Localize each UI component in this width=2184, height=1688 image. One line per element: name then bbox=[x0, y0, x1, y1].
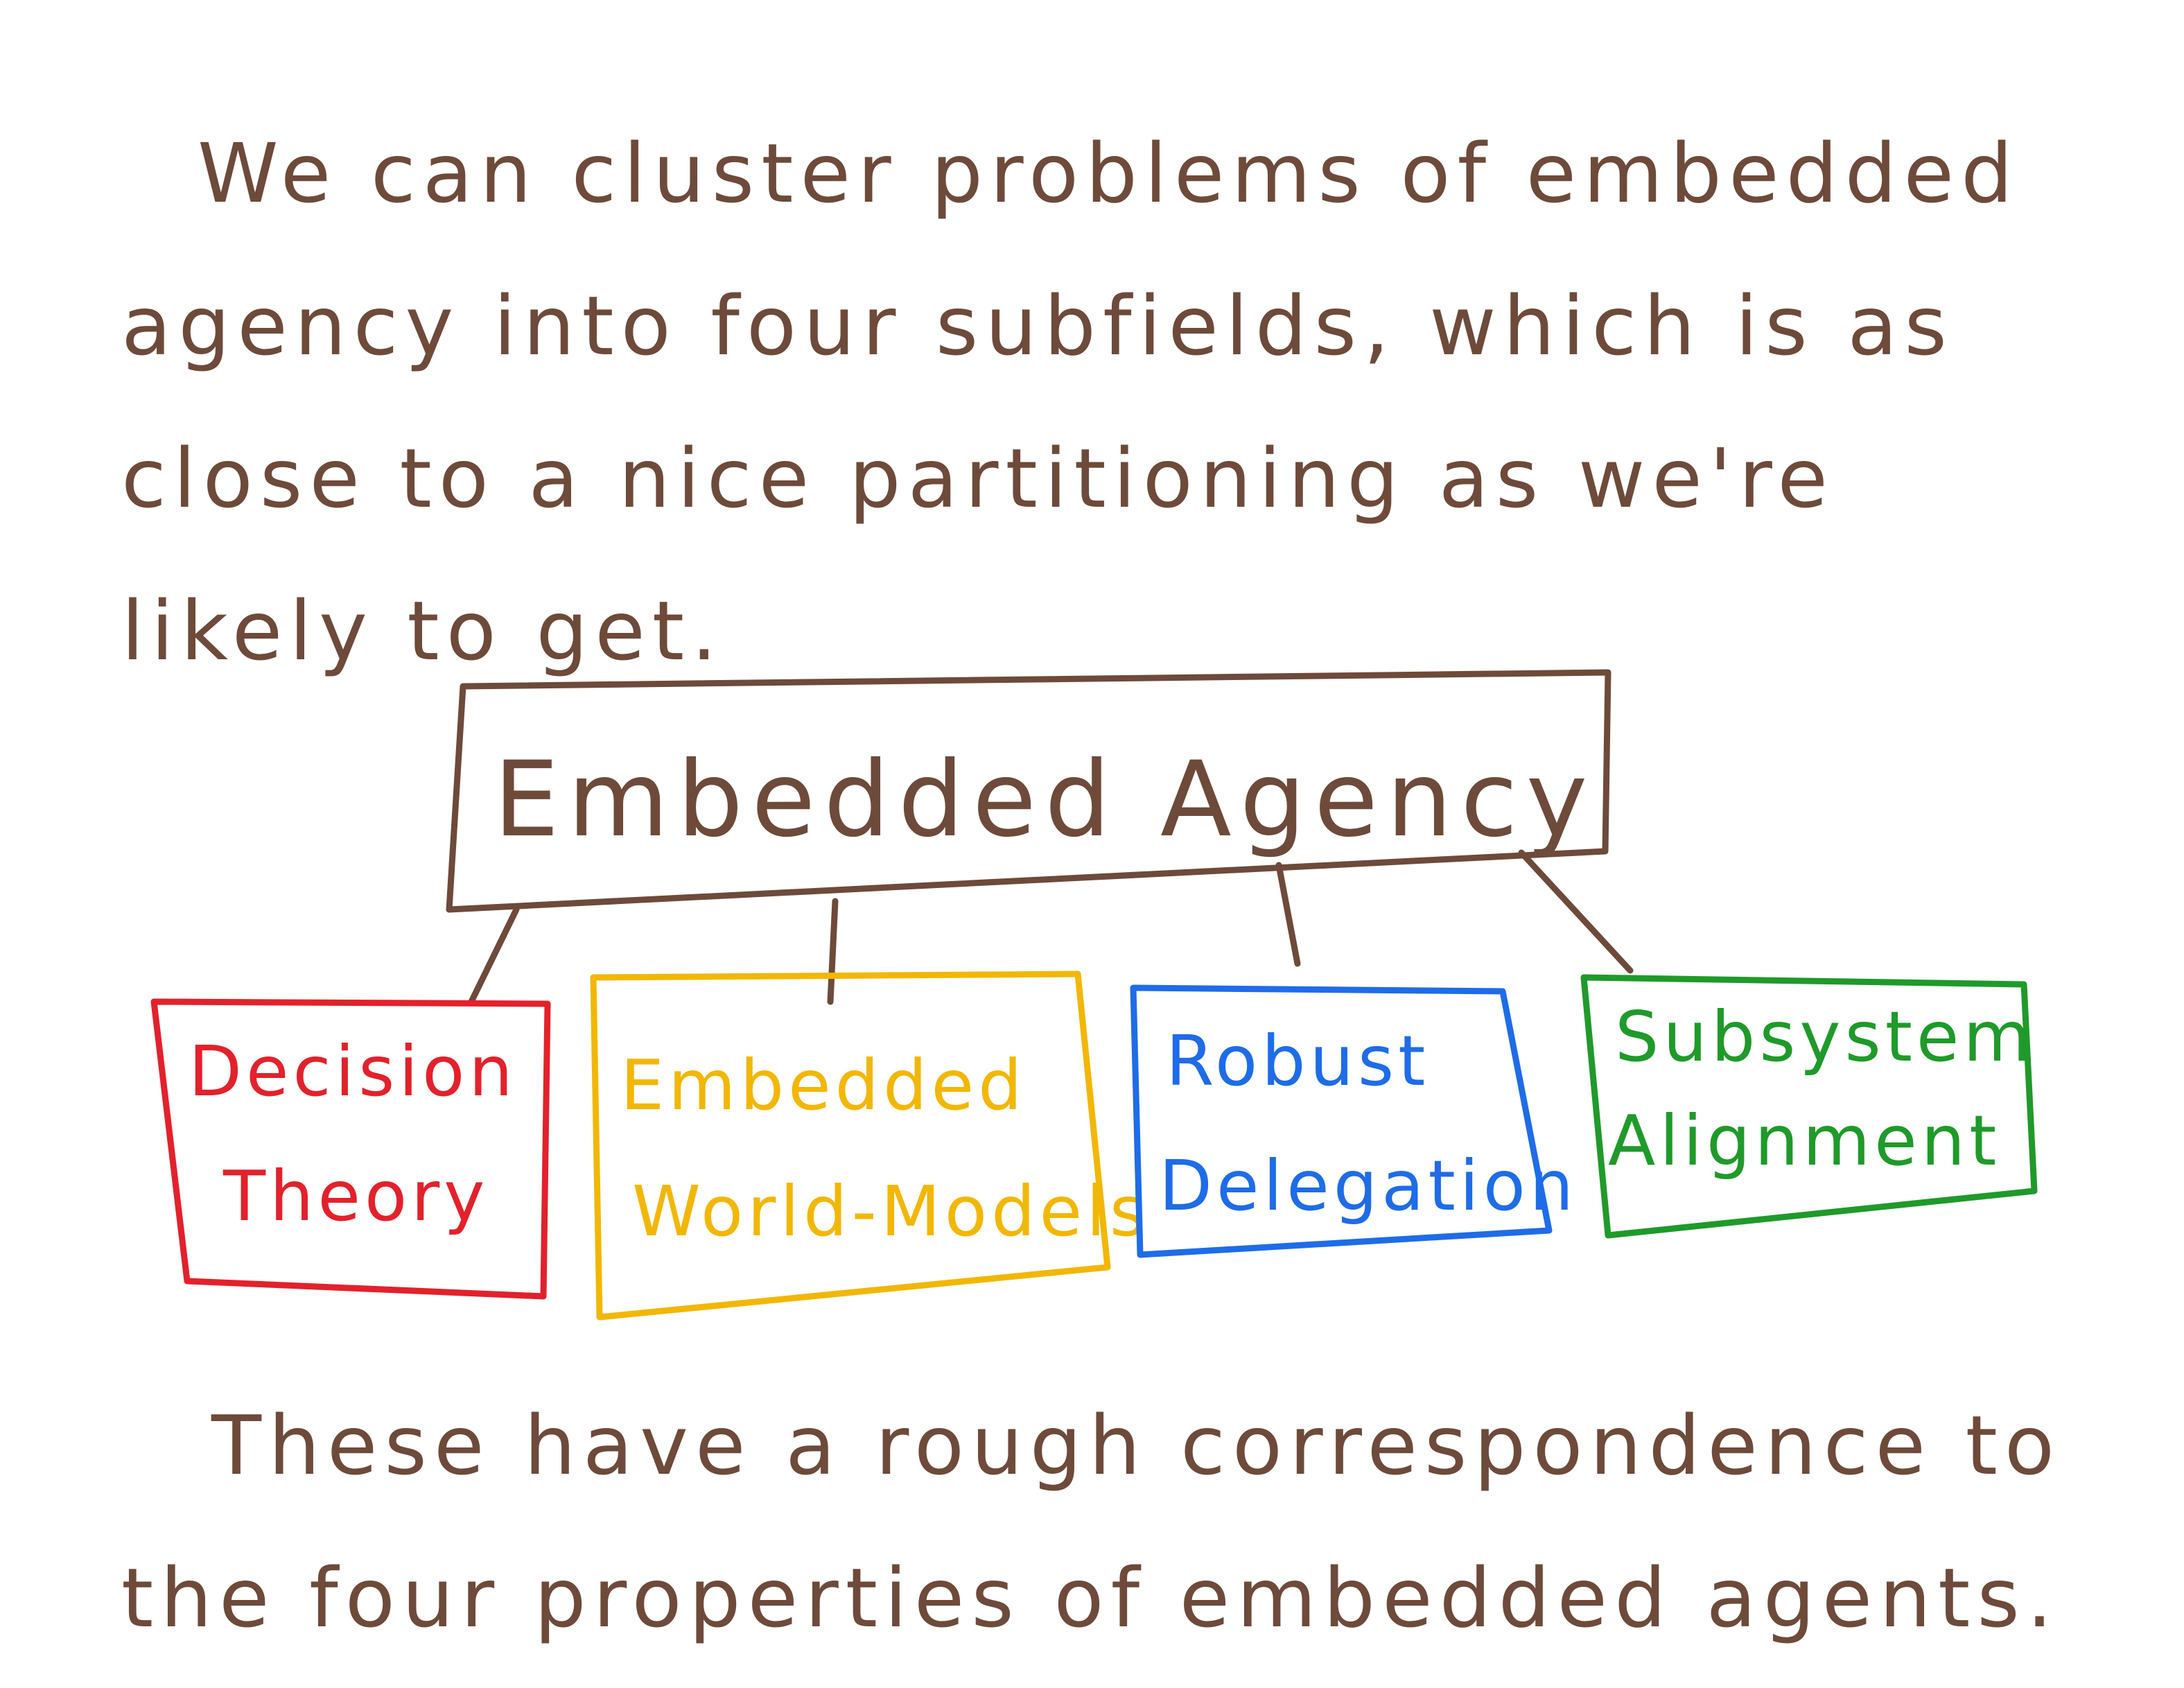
embedded-world-models-label-line2: World-Models bbox=[632, 1171, 1150, 1252]
connector-subsystem-alignment bbox=[1518, 849, 1634, 974]
subsystem-alignment-label-line2: Alignment bbox=[1608, 1100, 2000, 1181]
decision-theory-box bbox=[150, 998, 551, 1300]
outro-paragraph: These have a rough correspondence to the… bbox=[121, 1398, 2062, 1646]
child-decision-theory: Decision Theory bbox=[150, 998, 551, 1300]
robust-delegation-label-line1: Robust bbox=[1166, 1020, 1429, 1102]
child-embedded-world-models: Embedded World-Models bbox=[590, 971, 1150, 1321]
robust-delegation-label-line2: Delegation bbox=[1159, 1145, 1578, 1226]
robust-delegation-box bbox=[1130, 984, 1553, 1258]
connector-robust-delegation bbox=[1275, 862, 1301, 967]
subsystem-alignment-label-line1: Subsystem bbox=[1615, 996, 2035, 1077]
child-subsystem-alignment: Subsystem Alignment bbox=[1580, 974, 2038, 1239]
root-box bbox=[446, 669, 1611, 913]
embedded-world-models-box bbox=[590, 971, 1111, 1321]
subsystem-alignment-box bbox=[1580, 974, 2038, 1239]
decision-theory-label-line2: Theory bbox=[222, 1156, 489, 1237]
decision-theory-label-line1: Decision bbox=[189, 1031, 517, 1112]
root-node-label: Embedded Agency bbox=[493, 740, 1596, 860]
connector-embedded-world-models bbox=[827, 898, 839, 1005]
intro-paragraph: We can cluster problems of embedded agen… bbox=[121, 125, 2020, 679]
child-robust-delegation: Robust Delegation bbox=[1130, 984, 1578, 1258]
embedded-world-models-label-line1: Embedded bbox=[620, 1045, 1027, 1126]
connector-decision-theory bbox=[468, 906, 520, 1005]
